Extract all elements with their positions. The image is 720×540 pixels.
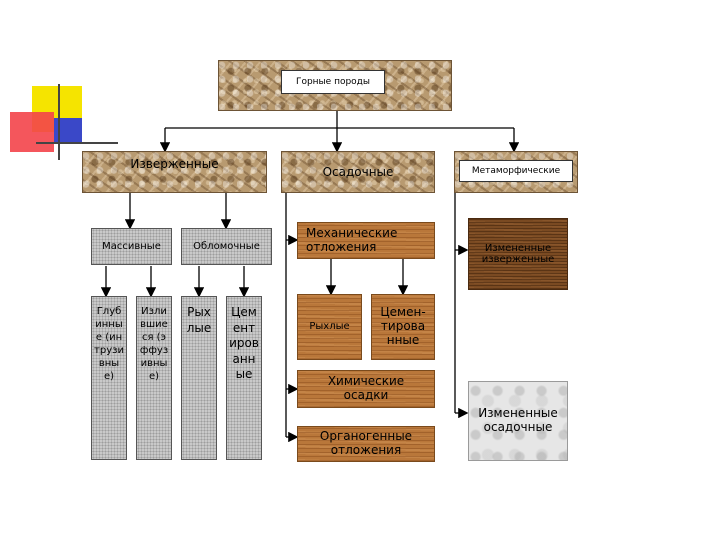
- chemical-deposits-node: Химические осадки: [297, 370, 435, 408]
- sedimentary-node: Осадочные: [281, 151, 435, 193]
- clastic-node: Обломочные: [181, 228, 272, 265]
- igneous-label: Изверженные: [130, 157, 219, 172]
- deco-vertical-line: [58, 84, 60, 160]
- massive-node: Массивные: [91, 228, 172, 265]
- deco-horizontal-line: [36, 142, 118, 144]
- root-node-label: Горные породы: [281, 70, 385, 94]
- metamorphic-node: Метаморфические: [454, 151, 578, 193]
- metamorphic-label: Метаморфические: [459, 160, 573, 182]
- clastic-loose-node: Рыхлые: [181, 296, 217, 460]
- sedimentary-label: Осадочные: [322, 165, 394, 180]
- deco-red-square: [10, 112, 54, 152]
- changed-sedimentary-node: Измененные осадочные: [468, 381, 568, 461]
- sed-loose-node: Рыхлые: [297, 294, 362, 360]
- igneous-node: Изверженные: [82, 151, 267, 193]
- sed-cemented-node: Цемен-тирова нные: [371, 294, 435, 360]
- mechanical-deposits-node: Механические отложения: [297, 222, 435, 259]
- effusive-node: Излившиеся (эффузивные): [136, 296, 172, 460]
- organogenic-deposits-node: Органогенные отложения: [297, 426, 435, 462]
- changed-igneous-node: Измененные изверженные: [468, 218, 568, 290]
- clastic-cemented-node: Цементированные: [226, 296, 262, 460]
- deep-intrusive-node: Глубинные (интрузивные): [91, 296, 127, 460]
- root-node-box: Горные породы: [218, 60, 452, 111]
